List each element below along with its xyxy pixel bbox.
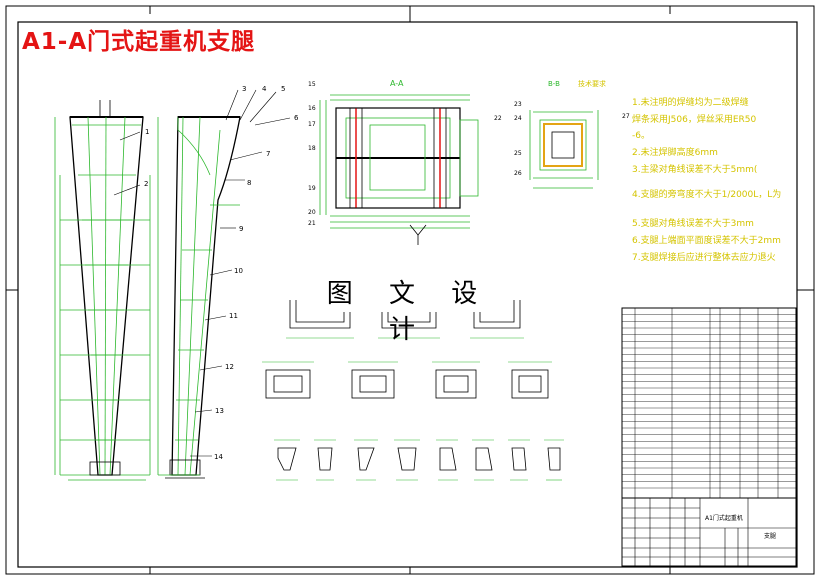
part-label-17: 17 [308,121,316,128]
note-line-9: 7.支腿焊接后应进行整体去应力退火 [632,251,776,263]
part-label-10: 10 [234,267,243,275]
gusset-dims [274,439,564,481]
part-label-4: 4 [262,85,267,93]
part-label-21: 21 [308,220,316,227]
part-label-24: 24 [514,115,522,122]
part-label-11: 11 [229,312,238,320]
cross-section-dims [262,337,552,363]
part-label-13: 13 [215,407,224,415]
note-line-8: 6.支腿上端面平面度误差不大于2mm [632,234,781,246]
title-block-part: 支腿 [764,532,776,540]
section-bb-label: B-B [548,80,560,88]
part-label-20: 20 [308,209,316,216]
technical-notes: 1.未注明的焊缝均为二级焊缝 焊条采用J506，焊丝采用ER50 -6。 2.未… [632,96,781,263]
part-label-2: 2 [144,180,148,188]
note-line-3: -6。 [632,131,650,141]
part-label-15: 15 [308,81,316,88]
part-label-12: 12 [225,363,234,371]
note-line-2: 焊条采用J506，焊丝采用ER50 [632,113,756,125]
section-aa-view [319,94,479,245]
section-bb-view [529,110,599,189]
part-label-14: 14 [214,453,223,461]
note-line-5: 3.主梁对角线误差不大于5mm( [632,163,757,175]
parts-list-table [621,307,797,499]
title-block-name: A1门式起重机 [705,514,743,522]
leg-side-view [157,116,241,479]
part-label-18: 18 [308,145,316,152]
part-label-27: 27 [622,113,630,120]
note-line-4: 2.未注焊脚高度6mm [632,146,718,158]
note-line-7: 5.支腿对角线误差不大于3mm [632,217,754,229]
part-label-7: 7 [266,150,270,158]
notes-title: 技术要求 [578,79,606,88]
part-label-26: 26 [514,170,522,177]
leg-front-view [54,100,151,481]
note-line-1: 1.未注明的焊缝均为二级焊缝 [632,96,749,108]
part-label-6: 6 [294,114,299,122]
watermark: 图 文 设 计 [320,276,498,345]
part-label-23: 23 [514,101,522,108]
part-label-3: 3 [242,85,246,93]
part-label-1: 1 [145,128,149,136]
part-label-8: 8 [247,179,251,187]
section-aa-label: A-A [390,79,404,88]
leader-lines [113,89,291,457]
part-label-22: 22 [494,115,502,122]
part-label-16: 16 [308,105,316,112]
gusset-plates [277,447,561,471]
inner-frame [17,21,798,568]
drawing-title: A1-A门式起重机支腿 [22,29,256,55]
note-line-6: 4.支腿的旁弯度不大于1/2000L，L为 [632,188,781,200]
part-label-5: 5 [281,85,285,93]
part-label-19: 19 [308,185,316,192]
title-block [621,497,797,567]
part-label-9: 9 [239,225,243,233]
part-label-25: 25 [514,150,522,157]
